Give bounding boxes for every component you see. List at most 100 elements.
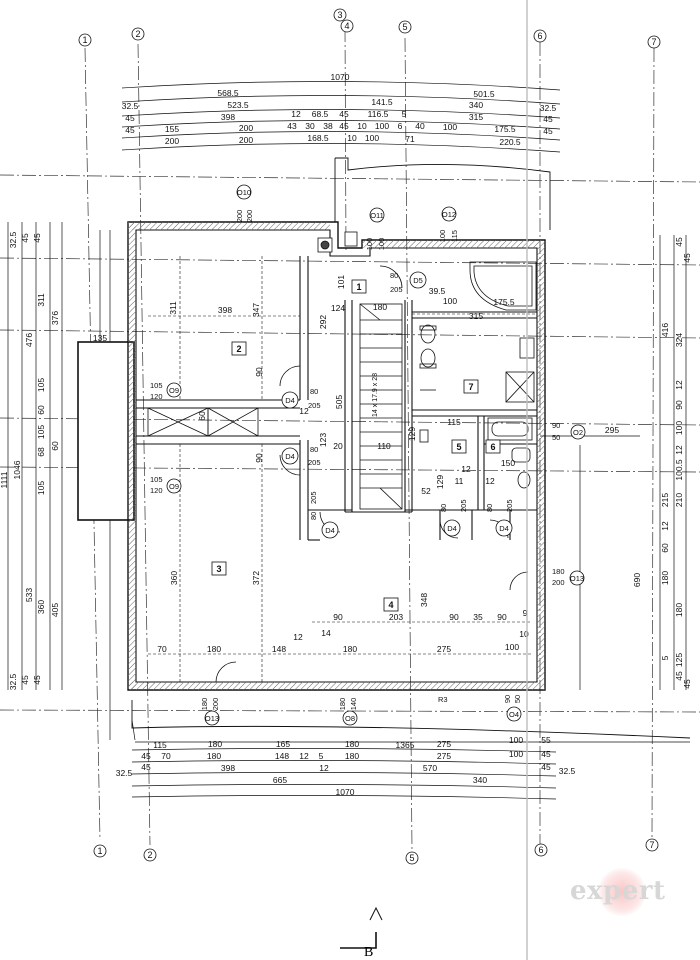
dim-bottom: 55 [541, 735, 551, 745]
dim-right: 180 [674, 603, 684, 617]
dim-left: 105 [36, 425, 46, 439]
dim-small: 90 [254, 367, 264, 377]
dim-room3-height: 360 [169, 571, 179, 585]
lintel-crosses [147, 407, 259, 437]
window-height: 100 [377, 238, 386, 251]
dim-top: 30 [305, 121, 315, 131]
dim-bottom: 398 [221, 763, 235, 773]
terrace-outline [131, 157, 691, 739]
axis-label-top-1: 1 [82, 35, 87, 45]
door-height: 205 [459, 499, 468, 512]
dim-bottom: 12 [299, 751, 309, 761]
room-2-label: 2 [236, 344, 241, 354]
dim-left: 45 [20, 675, 30, 685]
window-tag: O11 100 100 [365, 207, 386, 251]
dim-top: 200 [165, 136, 179, 146]
room-5-label: 5 [456, 442, 461, 452]
dim-bottom: 12 [319, 763, 329, 773]
dim-left: 360 [36, 600, 46, 614]
window-tag: O2 90 50 [552, 421, 586, 442]
dim-right: 45 [674, 671, 684, 681]
window-tag-label: O2 [573, 428, 583, 437]
dim-top: 45 [125, 113, 135, 123]
door-width: 80 [310, 445, 318, 454]
window-tag-label: O4 [509, 710, 519, 719]
axis-label-top-7: 7 [651, 37, 656, 47]
watermark-dot [598, 868, 646, 916]
dim-top: 32.5 [540, 103, 557, 113]
dim-right: 100.5 [674, 459, 684, 481]
dim-bottom-b: 180 [207, 644, 221, 654]
door-tag-label: D4 [325, 526, 335, 535]
window-tag-label: O13 [205, 714, 219, 723]
dim-bottom: 340 [473, 775, 487, 785]
window-height: 120 [150, 486, 163, 495]
door-height: 205 [505, 499, 514, 512]
dim-bottom: 100 [509, 735, 523, 745]
dim-left: 68 [36, 447, 46, 457]
dim-bottom-f: 100 [505, 642, 519, 652]
door-tag: D4 80 205 [309, 491, 339, 539]
dim-small: 129 [435, 475, 445, 489]
dim-r7-w2: 100 [443, 296, 457, 306]
dim-bottom: 165 [276, 739, 290, 749]
window-width: 180 [338, 698, 347, 711]
window-width: 180 [552, 567, 565, 576]
axis-labels: 1 2 3 4 5 6 7 1 2 5 6 7 [82, 10, 656, 863]
dim-right: 12 [674, 380, 684, 390]
dim-bottom: 5 [319, 751, 324, 761]
dim-top: 32.5 [122, 101, 139, 111]
dim-small: 12 [485, 476, 495, 486]
room-1-label: 1 [356, 282, 361, 292]
dim-top: 220.5 [499, 137, 521, 147]
axis-label-bottom-1: 1 [97, 846, 102, 856]
dim-left: 45 [20, 233, 30, 243]
dim-top: 68.5 [312, 109, 329, 119]
dim-small: 110 [377, 441, 391, 451]
interior-dimension-lines [148, 256, 536, 682]
dim-right: 12 [674, 445, 684, 455]
window-width: 105 [150, 381, 163, 390]
room-4-label: 4 [388, 600, 393, 610]
door-tag: D4 80 205 [485, 499, 514, 537]
door-tag-label: D4 [447, 524, 457, 533]
dim-bottom-d: 180 [343, 644, 357, 654]
dim-small: 12 [293, 632, 303, 642]
dim-bottom-a: 70 [157, 644, 167, 654]
section-marker: B [340, 906, 383, 958]
dim-top: 155 [165, 124, 179, 134]
dim-left: 311 [36, 293, 46, 307]
top-dimension-lines [121, 81, 561, 153]
dim-left: 105 [36, 481, 46, 495]
dim-bottom: 45 [141, 762, 151, 772]
dim-right: 324 [674, 333, 684, 347]
dim-left: 476 [24, 333, 34, 347]
dim-top: 6 [398, 121, 403, 131]
axis-label-top-4: 4 [344, 21, 349, 31]
dim-left: 405 [50, 603, 60, 617]
axis-label-top-6: 6 [537, 31, 542, 41]
dim-right: 295 [605, 425, 619, 435]
dim-left: 533 [24, 588, 34, 602]
dim-top: 71 [405, 134, 415, 144]
door-width: 80 [309, 512, 318, 520]
dim-top: 10 [357, 121, 367, 131]
dim-small: 129 [407, 427, 417, 441]
window-height: 50 [513, 695, 522, 703]
dim-bottom: 570 [423, 763, 437, 773]
window-height: 115 [450, 230, 459, 242]
window-tag: O10 200 200 [235, 184, 254, 222]
dim-left: 1111 [0, 471, 9, 488]
dim-small: 52 [421, 486, 431, 496]
dim-top: 315 [469, 112, 483, 122]
window-width: 100 [365, 238, 374, 251]
dim-right: 60 [660, 543, 670, 553]
dim-left: 32.5 [8, 673, 18, 690]
dim-bottom-overall: 1365 [396, 740, 415, 750]
window-width: 90 [503, 695, 512, 703]
dim-room2-height: 311 [168, 301, 178, 315]
dim-top-total: 1070 [331, 72, 350, 82]
window-tag-label: O12 [442, 210, 456, 219]
window-height: 50 [552, 433, 560, 442]
